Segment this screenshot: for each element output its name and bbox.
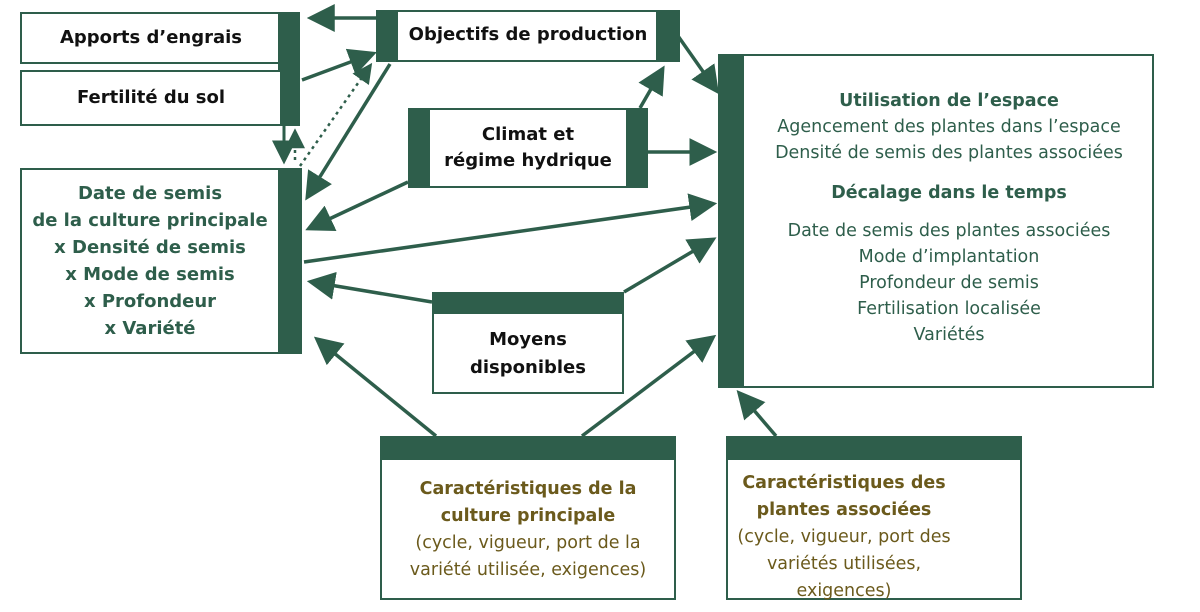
moyens-line-2: disponibles xyxy=(470,357,586,378)
arrow-objectifs-resultats xyxy=(676,34,720,95)
objectifs-box: Objectifs de production xyxy=(376,10,680,62)
apports-label: Apports d’engrais xyxy=(59,27,243,48)
carac-associees-text: Caractéristiques des plantes associées (… xyxy=(728,470,960,605)
moyens-line-1: Moyens xyxy=(489,329,567,350)
carac-associees-detail-2: variétés utilisées, xyxy=(766,554,922,574)
date-semis-bar xyxy=(278,168,302,354)
fertilite-box: Fertilité du sol xyxy=(20,70,282,126)
carac-principale-text: Caractéristiques de la culture principal… xyxy=(382,476,674,584)
carac-associees-title-2: plantes associées xyxy=(756,500,932,520)
fertilite-label: Fertilité du sol xyxy=(76,87,226,108)
resultats-bar xyxy=(718,54,744,388)
arrow-caracp-resultats xyxy=(580,334,717,438)
arrow-caraca-resultats xyxy=(736,390,778,438)
climat-line-2: régime hydrique xyxy=(444,150,612,171)
carac-associees-detail-3: exigences) xyxy=(796,581,892,601)
carac-associees-title-1: Caractéristiques des xyxy=(742,473,946,493)
date-semis-line-1: Date de semis xyxy=(77,183,223,204)
temps-item-5: Variétés xyxy=(913,325,985,345)
carac-principale-title-2: culture principale xyxy=(440,506,616,526)
date-semis-line-5: x Profondeur xyxy=(83,291,217,312)
apports-fertilite-bar xyxy=(278,12,300,126)
date-semis-line-3: x Densité de semis xyxy=(54,237,246,258)
climat-box: Climat et régime hydrique xyxy=(408,108,648,188)
date-semis-line-2: de la culture principale xyxy=(32,210,268,231)
arrow-moyens-date xyxy=(306,271,433,304)
climat-line-1: Climat et xyxy=(481,124,575,145)
date-semis-box: Date de semis de la culture principale x… xyxy=(20,168,302,354)
climat-bar-left xyxy=(408,108,430,188)
climat-bar-right xyxy=(626,108,648,188)
temps-item-2: Mode d’implantation xyxy=(858,247,1040,267)
temps-item-1: Date de semis des plantes associées xyxy=(787,221,1111,241)
arrow-climat-date xyxy=(305,180,409,232)
carac-associees-detail-1: (cycle, vigueur, port des xyxy=(737,527,951,547)
objectifs-bar-right xyxy=(656,10,678,62)
carac-associees-box: Caractéristiques des plantes associées (… xyxy=(726,436,1022,601)
arrow-moyens-resultats xyxy=(623,237,717,294)
carac-principale-title-1: Caractéristiques de la xyxy=(419,479,637,499)
arrow-fertilite-objectifs xyxy=(301,48,377,82)
temps-item-3: Profondeur de semis xyxy=(859,273,1039,293)
date-semis-text: Date de semis de la culture principale x… xyxy=(22,180,278,342)
apports-box: Apports d’engrais xyxy=(20,12,282,64)
arrow-objectifs-date xyxy=(305,63,392,201)
arrow-caracp-date xyxy=(313,336,438,438)
objectifs-bar-left xyxy=(376,10,398,62)
date-semis-line-4: x Mode de semis xyxy=(65,264,235,285)
espace-item-2: Densité de semis des plantes associées xyxy=(775,143,1123,163)
carac-principale-detail-2: variété utilisée, exigences) xyxy=(409,560,647,580)
espace-title: Utilisation de l’espace xyxy=(839,91,1059,111)
carac-associees-bar xyxy=(726,436,1022,460)
espace-item-1: Agencement des plantes dans l’espace xyxy=(777,117,1121,137)
carac-principale-box: Caractéristiques de la culture principal… xyxy=(380,436,676,600)
temps-item-4: Fertilisation localisée xyxy=(857,299,1041,319)
climat-text: Climat et régime hydrique xyxy=(434,122,622,174)
resultats-text: Utilisation de l’espace Agencement des p… xyxy=(746,88,1152,348)
temps-title: Décalage dans le temps xyxy=(831,183,1067,203)
moyens-bar-top xyxy=(432,292,624,314)
moyens-text: Moyens disponibles xyxy=(434,326,622,382)
arrow-climat-objectifs xyxy=(638,65,665,109)
date-semis-line-6: x Variété xyxy=(104,318,196,339)
carac-principale-detail-1: (cycle, vigueur, port de la xyxy=(415,533,641,553)
resultats-box: Utilisation de l’espace Agencement des p… xyxy=(718,54,1154,388)
arrow-date-resultats xyxy=(303,193,718,264)
carac-principale-bar xyxy=(380,436,676,460)
objectifs-label: Objectifs de production xyxy=(408,24,648,45)
